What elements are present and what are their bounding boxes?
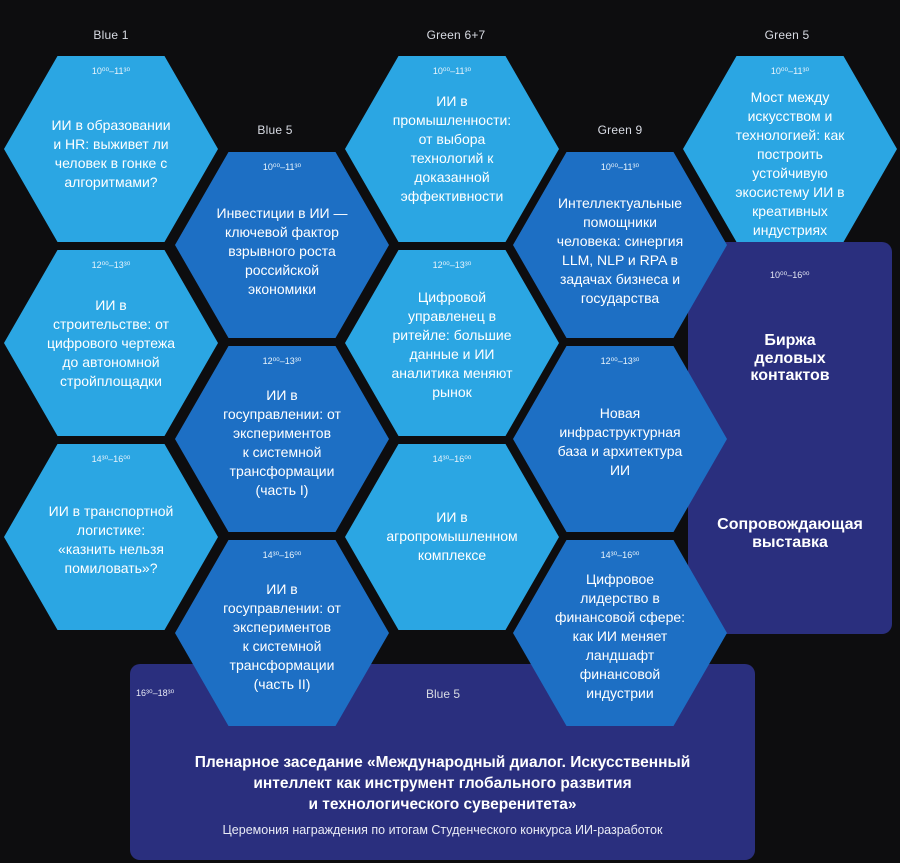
session-time: 10⁰⁰–11³⁰ bbox=[432, 66, 472, 76]
session-time: 10⁰⁰–11³⁰ bbox=[770, 66, 810, 76]
session-hex-education-hr[interactable]: 10⁰⁰–11³⁰ ИИ в образовании и HR: выживет… bbox=[4, 56, 218, 242]
session-hex-gov-part1[interactable]: 12⁰⁰–13³⁰ ИИ в госуправлении: от экспери… bbox=[175, 346, 389, 532]
session-time: 10⁰⁰–11³⁰ bbox=[600, 162, 640, 172]
session-hex-retail[interactable]: 12⁰⁰–13³⁰ Цифровой управленец в ритейле:… bbox=[345, 250, 559, 436]
session-time: 10⁰⁰–11³⁰ bbox=[91, 66, 131, 76]
ceremony-subtitle: Церемония награждения по итогам Студенче… bbox=[222, 823, 663, 837]
hall-label-green5: Green 5 bbox=[764, 28, 810, 42]
session-time: 14³⁰–16⁰⁰ bbox=[432, 454, 472, 464]
session-hex-construction[interactable]: 12⁰⁰–13³⁰ ИИ в строительстве: от цифрово… bbox=[4, 250, 218, 436]
session-time: 12⁰⁰–13³⁰ bbox=[91, 260, 131, 270]
session-title: ИИ в транспортной логистике: «казнить не… bbox=[48, 503, 174, 576]
session-hex-logistics[interactable]: 14³⁰–16⁰⁰ ИИ в транспортной логистике: «… bbox=[4, 444, 218, 630]
session-title: ИИ в образовании и HR: выживет ли челове… bbox=[51, 117, 171, 190]
hall-label-green67: Green 6+7 bbox=[426, 28, 486, 42]
plenary-hall: Blue 5 bbox=[426, 687, 461, 701]
session-title: Интеллектуальные помощники человека: син… bbox=[556, 195, 684, 306]
session-time: 14³⁰–16⁰⁰ bbox=[91, 454, 131, 464]
session-title: ИИ в промышленности: от выбора технологи… bbox=[392, 93, 512, 204]
session-time: 14³⁰–16⁰⁰ bbox=[262, 550, 302, 560]
hall-label-blue1: Blue 1 bbox=[93, 28, 129, 42]
session-hex-finance[interactable]: 14³⁰–16⁰⁰ Цифровое лидерство в финансово… bbox=[513, 540, 727, 726]
session-hex-investments[interactable]: 10⁰⁰–11³⁰ Инвестиции в ИИ — ключевой фак… bbox=[175, 152, 389, 338]
session-hex-assistants[interactable]: 10⁰⁰–11³⁰ Интеллектуальные помощники чел… bbox=[513, 152, 727, 338]
session-title: Цифровой управленец в ритейле: большие д… bbox=[391, 289, 513, 400]
session-time: 12⁰⁰–13³⁰ bbox=[600, 356, 640, 366]
session-title: Цифровое лидерство в финансовой сфере: к… bbox=[554, 571, 686, 701]
hall-label-blue5: Blue 5 bbox=[257, 123, 293, 137]
session-hex-infrastructure[interactable]: 12⁰⁰–13³⁰ Новая инфраструктурная база и … bbox=[513, 346, 727, 532]
session-title: ИИ в агропромышленном комплексе bbox=[386, 509, 518, 563]
session-title: ИИ в госуправлении: от экспериментов к с… bbox=[223, 581, 341, 692]
session-hex-industry[interactable]: 10⁰⁰–11³⁰ ИИ в промышленности: от выбора… bbox=[345, 56, 559, 242]
session-hex-agro[interactable]: 14³⁰–16⁰⁰ ИИ в агропромышленном комплекс… bbox=[345, 444, 559, 630]
session-time: 12⁰⁰–13³⁰ bbox=[262, 356, 302, 366]
session-title: ИИ в строительстве: от цифрового чертежа… bbox=[46, 297, 176, 389]
exchange-title: Биржа деловых контактов bbox=[750, 332, 830, 385]
session-title: Мост между искусством и технологией: как… bbox=[735, 89, 845, 238]
session-title: Инвестиции в ИИ — ключевой фактор взрывн… bbox=[216, 205, 348, 297]
exhibition-title: Сопровождающая выставка bbox=[717, 516, 863, 551]
hall-label-green9: Green 9 bbox=[597, 123, 643, 137]
session-time: 12⁰⁰–13³⁰ bbox=[432, 260, 472, 270]
exchange-time: 10⁰⁰–16⁰⁰ bbox=[770, 270, 810, 280]
session-time: 14³⁰–16⁰⁰ bbox=[600, 550, 640, 560]
plenary-time: 16³⁰–18³⁰ bbox=[136, 688, 175, 698]
session-time: 10⁰⁰–11³⁰ bbox=[262, 162, 302, 172]
session-title: Новая инфраструктурная база и архитектур… bbox=[557, 405, 683, 478]
plenary-title: Пленарное заседание «Международный диало… bbox=[194, 754, 691, 813]
session-title: ИИ в госуправлении: от экспериментов к с… bbox=[223, 387, 341, 498]
session-hex-art-tech[interactable]: 10⁰⁰–11³⁰ Мост между искусством и технол… bbox=[683, 56, 897, 242]
